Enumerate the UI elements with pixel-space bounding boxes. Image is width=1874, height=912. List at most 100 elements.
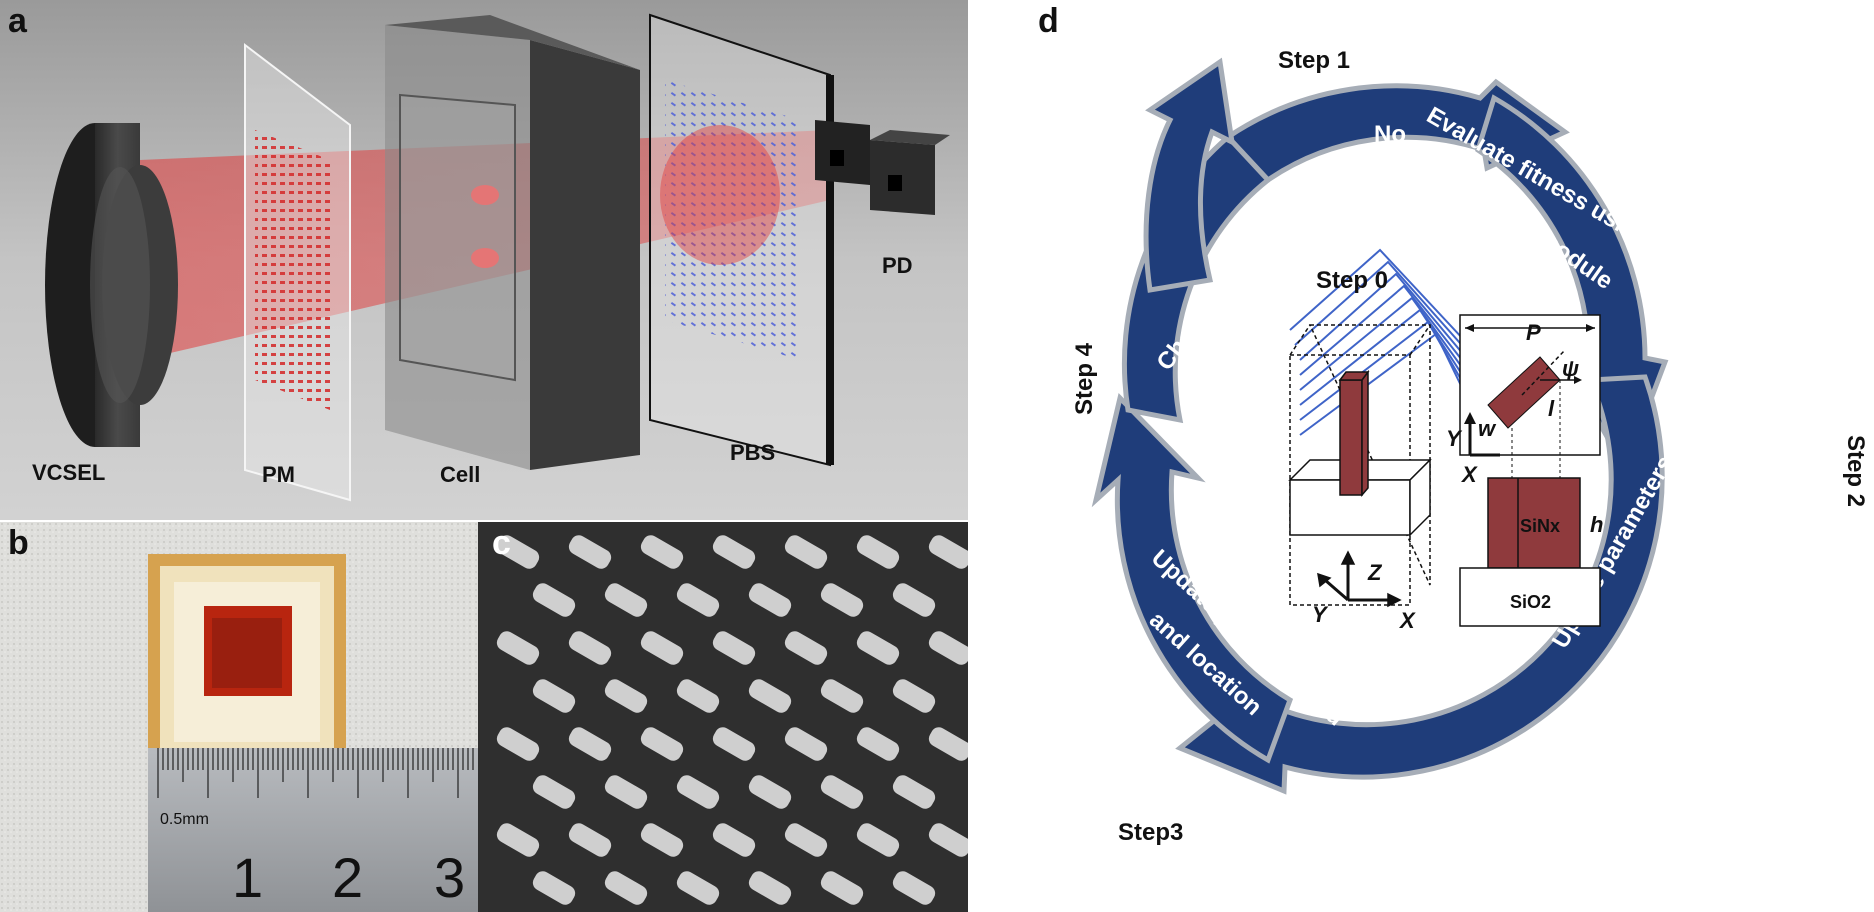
optimization-flowchart: Yes No Evaluate fitness using far field … [1071, 47, 1869, 846]
panel-label-d: d [1038, 2, 1059, 40]
axis-label-x-top: X [1460, 462, 1478, 487]
sem-pillar [532, 871, 576, 905]
label-cell: Cell [440, 462, 480, 487]
ruler-unit-label: 0.5mm [160, 811, 209, 828]
sem-pillar [784, 727, 828, 761]
unit-cell-side-view [1459, 477, 1601, 627]
sem-pillar [604, 583, 648, 617]
axis-label-z: Z [1367, 560, 1383, 585]
sem-pillar [568, 823, 612, 857]
label-step2: Step 2 [1842, 435, 1869, 507]
sem-pillar [892, 583, 936, 617]
sem-pillar [784, 823, 828, 857]
sem-pillar [640, 535, 684, 569]
sem-pillar [928, 631, 968, 665]
yes-branch-arrow [1143, 57, 1236, 293]
sample-photo: 0.5mm 1 2 3 [0, 522, 478, 912]
sem-pillar [568, 631, 612, 665]
panel-c: c [478, 522, 968, 912]
metasurface-chip [148, 554, 346, 772]
sem-pillar [568, 535, 612, 569]
sem-pillar [928, 823, 968, 857]
panel-label-a: a [8, 2, 27, 40]
ruler-number-3: 3 [434, 846, 465, 909]
sem-pillar [748, 775, 792, 809]
sem-pillar [604, 871, 648, 905]
label-step4: Step 4 [1071, 342, 1098, 415]
unit-cell-top-view [1459, 314, 1601, 480]
sem-pillar [892, 775, 936, 809]
ruler-number-2: 2 [332, 846, 363, 909]
sem-pillar [712, 727, 756, 761]
vcsel-component [45, 123, 178, 447]
sem-pillar-array [496, 535, 968, 905]
label-psi: ψ [1562, 356, 1579, 381]
axis-label-y-3d: Y [1312, 602, 1329, 627]
label-no: No [1374, 121, 1406, 148]
arrow-segment-step3-continued [1091, 392, 1294, 764]
sem-pillar [784, 535, 828, 569]
sem-pillar [712, 631, 756, 665]
sem-pillar [496, 823, 540, 857]
sem-pillar [820, 679, 864, 713]
sem-pillar [676, 871, 720, 905]
panel-a: VCSEL PM Cell PBS PD a [0, 0, 968, 520]
sem-pillar [532, 583, 576, 617]
sem-pillar [856, 727, 900, 761]
pd-detector [815, 120, 950, 215]
sem-pillar [676, 679, 720, 713]
label-period: P [1526, 320, 1541, 345]
sem-pillar [928, 727, 968, 761]
label-pd: PD [882, 253, 913, 278]
sem-pillar [640, 823, 684, 857]
panel-d: Yes No Evaluate fitness using far field … [1000, 0, 1874, 912]
panel-label-b: b [8, 524, 29, 562]
label-pm: PM [262, 462, 295, 487]
label-step3: Step3 [1118, 819, 1183, 846]
sem-pillar [640, 631, 684, 665]
sem-pillar [532, 679, 576, 713]
label-height: h [1590, 512, 1603, 537]
sem-image [478, 522, 968, 912]
arrow-segment-step4 [1121, 133, 1272, 424]
sem-pillar [928, 535, 968, 569]
sem-pillar [748, 583, 792, 617]
sem-pillar [856, 535, 900, 569]
panel-label-c: c [492, 524, 511, 562]
pm-plate [244, 42, 351, 502]
label-pbs: PBS [730, 440, 775, 465]
label-width: w [1478, 416, 1497, 441]
label-vcsel: VCSEL [32, 460, 105, 485]
ruler-ticks [157, 748, 474, 798]
cycle-arrows [1091, 57, 1669, 795]
label-step0: Step 0 [1316, 267, 1388, 294]
sem-pillar [820, 583, 864, 617]
sem-pillar [604, 775, 648, 809]
sem-pillar [820, 871, 864, 905]
ruler-number-1: 1 [232, 846, 263, 909]
sem-pillar [712, 535, 756, 569]
sem-pillar [496, 727, 540, 761]
setup-illustration: VCSEL PM Cell PBS PD [0, 0, 968, 520]
sem-pillar [676, 583, 720, 617]
arrow-segment-step1 [1224, 78, 1570, 184]
y-axis-3d [1324, 578, 1349, 602]
sem-pillar [820, 775, 864, 809]
sem-pillar [748, 871, 792, 905]
sem-pillar [676, 775, 720, 809]
sem-pillar [532, 775, 576, 809]
label-step1: Step 1 [1278, 47, 1350, 74]
sem-pillar [712, 823, 756, 857]
sem-pillar [892, 679, 936, 713]
panel-b: 0.5mm 1 2 3 b [0, 522, 478, 912]
sem-pillar [496, 631, 540, 665]
unit-cell-3d [1288, 324, 1432, 608]
axis-label-y-top: Y [1446, 426, 1463, 451]
sem-pillar [892, 871, 936, 905]
sem-pillar [784, 631, 828, 665]
label-sinx: SiNx [1520, 516, 1560, 536]
sem-pillar [568, 727, 612, 761]
sem-pillar [856, 631, 900, 665]
pbs-plate [649, 13, 834, 467]
vapor-cell [385, 15, 640, 470]
